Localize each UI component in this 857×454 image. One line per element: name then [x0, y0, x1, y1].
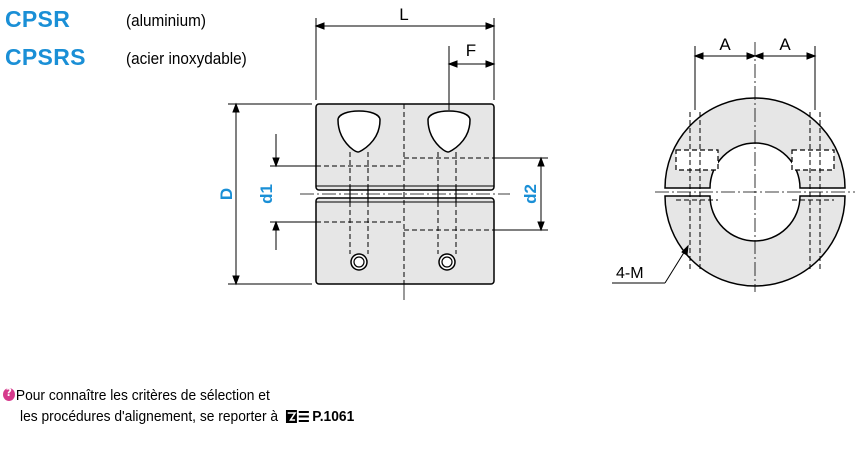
label-F: F	[466, 41, 476, 60]
note-line-1: Pour connaître les critères de sélection…	[3, 386, 270, 404]
note-line-2: les procédures d'alignement, se reporter…	[20, 408, 354, 425]
side-view	[300, 103, 510, 300]
screw-hole-left	[350, 253, 368, 271]
dimension-A	[693, 46, 817, 110]
page-reference-link[interactable]: P.1061	[312, 408, 355, 425]
label-D: D	[217, 188, 236, 200]
counterbore-right	[427, 110, 471, 153]
end-view	[655, 42, 855, 292]
lower-body	[315, 197, 495, 285]
label-L: L	[399, 5, 408, 24]
dimension-d2	[494, 156, 548, 232]
product-code-cpsrs: CPSRS	[5, 44, 86, 70]
dimension-L	[314, 18, 496, 100]
dimension-d1	[270, 134, 316, 250]
note-text-2: les procédures d'alignement, se reporter…	[20, 408, 279, 425]
leader-4M	[612, 244, 689, 284]
screw-hole-right	[438, 253, 456, 271]
product-material-cpsr: (aluminium)	[126, 11, 206, 30]
label-A-left: A	[719, 35, 731, 54]
label-4M: 4-M	[616, 265, 644, 282]
product-material-cpsrs: (acier inoxydable)	[126, 49, 247, 68]
note-text-1: Pour connaître les critères de sélection…	[15, 387, 270, 404]
counterbore-left	[337, 110, 381, 153]
label-d2: d2	[521, 184, 540, 204]
dimension-D	[228, 102, 312, 286]
label-d1: d1	[257, 184, 276, 204]
catalog-reference-icon	[285, 410, 309, 423]
question-icon	[3, 386, 15, 401]
dimension-F	[447, 46, 496, 110]
label-A-right: A	[779, 35, 791, 54]
product-code-cpsr: CPSR	[5, 6, 71, 32]
